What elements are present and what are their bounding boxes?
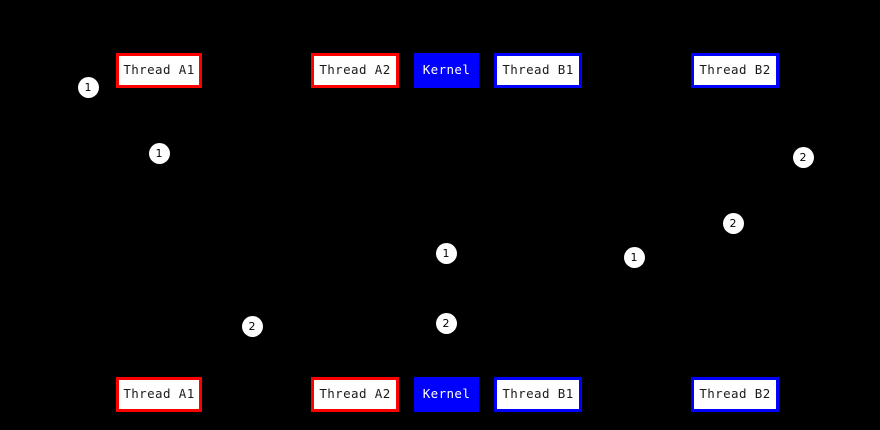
participant-label: Thread A1 [123, 386, 195, 402]
participant-thread-a2-footer[interactable]: Thread A2 [311, 377, 399, 412]
participant-thread-a1-footer[interactable]: Thread A1 [116, 377, 202, 412]
step-marker-2: 2 [241, 315, 263, 337]
participant-label: Thread A2 [319, 386, 391, 402]
participant-label: Thread A2 [319, 62, 391, 78]
participant-thread-b1-footer[interactable]: Thread B1 [494, 377, 582, 412]
participant-label: Thread B1 [502, 386, 574, 402]
participant-label: Thread B2 [699, 62, 771, 78]
participant-thread-b2-footer[interactable]: Thread B2 [691, 377, 779, 412]
participant-thread-b1-header[interactable]: Thread B1 [494, 53, 582, 88]
participant-kernel-footer[interactable]: Kernel [414, 377, 479, 412]
participant-label: Thread B2 [699, 386, 771, 402]
participant-label: Thread A1 [123, 62, 195, 78]
participant-label: Thread B1 [502, 62, 574, 78]
lifeline-kernel [446, 88, 447, 377]
participant-thread-b2-header[interactable]: Thread B2 [691, 53, 779, 88]
step-marker-2: 2 [722, 212, 744, 234]
participant-label: Kernel [422, 62, 471, 78]
lifeline-thread-a1 [159, 88, 160, 377]
step-marker-1: 1 [623, 246, 645, 268]
step-marker-1: 1 [77, 76, 99, 98]
participant-thread-a2-header[interactable]: Thread A2 [311, 53, 399, 88]
lifeline-thread-a2 [355, 88, 356, 377]
lifeline-thread-b1 [538, 88, 539, 377]
participant-thread-a1-header[interactable]: Thread A1 [116, 53, 202, 88]
step-marker-2: 2 [792, 146, 814, 168]
participant-kernel-header[interactable]: Kernel [414, 53, 479, 88]
step-marker-1: 1 [148, 142, 170, 164]
participant-label: Kernel [422, 386, 471, 402]
step-marker-2: 2 [435, 312, 457, 334]
step-marker-1: 1 [435, 242, 457, 264]
